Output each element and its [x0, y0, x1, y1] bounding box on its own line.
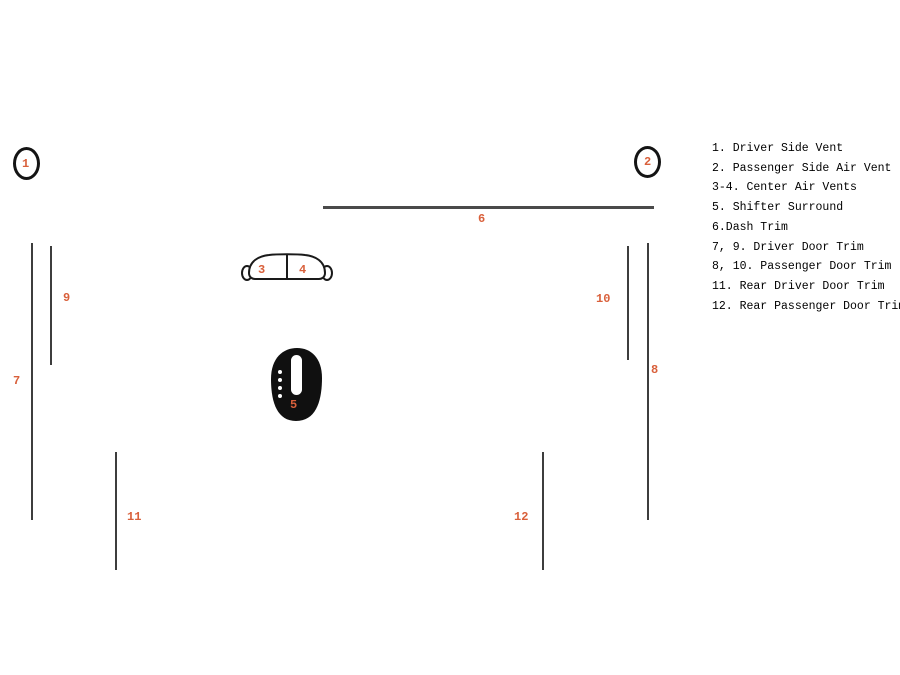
dash-trim-line: [323, 206, 654, 209]
marker-10: 10: [596, 292, 611, 306]
center-air-vents-shape: [241, 253, 333, 281]
legend-item: 5. Shifter Surround: [712, 201, 844, 215]
legend-item: 7, 9. Driver Door Trim: [712, 240, 864, 254]
legend-item: 2. Passenger Side Air Vent: [712, 161, 892, 175]
marker-8: 8: [651, 363, 659, 377]
marker-11: 11: [127, 510, 142, 524]
marker-7: 7: [13, 374, 21, 388]
marker-9: 9: [63, 291, 71, 305]
legend-item: 11. Rear Driver Door Trim: [712, 279, 885, 293]
legend-item: 8, 10. Passenger Door Trim: [712, 260, 892, 274]
driver-side-vent-shape: [13, 147, 40, 180]
legend-item: 12. Rear Passenger Door Trim: [712, 299, 900, 313]
marker-1: 1: [22, 157, 30, 171]
passenger-door-trim-line-8: [647, 243, 649, 520]
driver-door-trim-line-7: [31, 243, 33, 520]
marker-5: 5: [290, 398, 298, 412]
driver-door-trim-line-9: [50, 246, 52, 365]
marker-4: 4: [299, 263, 307, 277]
passenger-door-trim-line-10: [627, 246, 629, 360]
parts-legend: 1. Driver Side Vent 2. Passenger Side Ai…: [712, 139, 900, 316]
legend-item: 6.Dash Trim: [712, 220, 788, 234]
marker-12: 12: [514, 510, 529, 524]
rear-passenger-door-trim-line: [542, 452, 544, 570]
shifter-surround-shape: [271, 348, 322, 421]
rear-driver-door-trim-line: [115, 452, 117, 570]
passenger-side-vent-shape: [634, 146, 661, 178]
marker-3: 3: [258, 263, 266, 277]
legend-item: 1. Driver Side Vent: [712, 142, 844, 155]
marker-6: 6: [478, 212, 486, 226]
marker-2: 2: [644, 155, 652, 169]
legend-item: 3-4. Center Air Vents: [712, 181, 857, 195]
